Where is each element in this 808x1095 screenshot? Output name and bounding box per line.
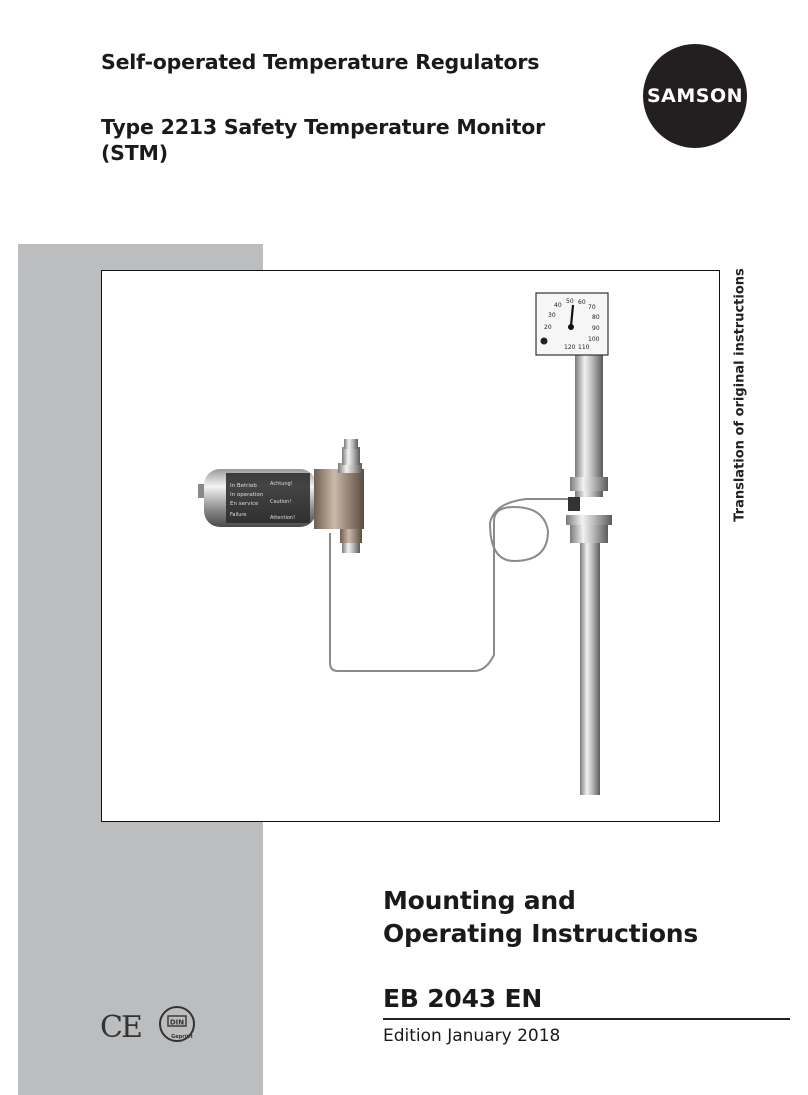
dial-number: 80 bbox=[592, 314, 600, 321]
dial-number: 70 bbox=[588, 304, 596, 311]
actuator-label: Achtung! bbox=[270, 481, 293, 487]
valve-block bbox=[314, 439, 364, 553]
product-image-frame: In Betrieb In operation En service Failu… bbox=[101, 270, 720, 822]
document-title-line2: Operating Instructions bbox=[383, 919, 699, 948]
dial-number: 110 bbox=[578, 344, 590, 351]
translation-note-text: Translation of original instructions bbox=[732, 268, 748, 522]
samson-logo-text: SAMSON bbox=[646, 85, 744, 107]
actuator-label: Failure bbox=[230, 512, 246, 518]
product-title-line2: (STM) bbox=[101, 141, 168, 165]
dial-number: 50 bbox=[566, 298, 574, 305]
document-number: EB 2043 EN bbox=[383, 984, 543, 1013]
dial-number: 100 bbox=[588, 336, 600, 343]
dial-number: 20 bbox=[544, 324, 552, 331]
samson-logo: SAMSON bbox=[643, 44, 747, 148]
dial-number: 40 bbox=[554, 302, 562, 309]
actuator-label: In operation bbox=[230, 492, 264, 498]
product-photo: In Betrieb In operation En service Failu… bbox=[198, 292, 612, 795]
actuator-label: Attention! bbox=[270, 515, 295, 521]
actuator-body: In Betrieb In operation En service Failu… bbox=[198, 469, 316, 527]
product-title: Type 2213 Safety Temperature Monitor (ST… bbox=[101, 114, 545, 166]
dial-logo-dot bbox=[540, 337, 548, 345]
translation-note: Translation of original instructions bbox=[725, 268, 755, 522]
dial-number: 30 bbox=[548, 312, 556, 319]
din-mark-text: DIN bbox=[170, 1019, 184, 1027]
dial-number: 120 bbox=[564, 344, 576, 351]
actuator-label: In Betrieb bbox=[230, 483, 257, 489]
din-geprueft-mark: DIN Geprüft bbox=[159, 1006, 195, 1042]
actuator-label: En service bbox=[230, 501, 259, 507]
temperature-dial: 40 50 60 70 30 80 20 90 100 110 120 bbox=[535, 292, 609, 356]
dial-number: 60 bbox=[578, 299, 586, 306]
dial-number: 90 bbox=[592, 325, 600, 332]
product-title-line1: Type 2213 Safety Temperature Monitor bbox=[101, 115, 546, 139]
document-title: Mounting and Operating Instructions bbox=[383, 884, 698, 950]
document-subtitle: Self-operated Temperature Regulators bbox=[101, 50, 540, 74]
divider-line bbox=[383, 1018, 790, 1020]
edition-date: Edition January 2018 bbox=[383, 1026, 561, 1046]
dial-needle bbox=[569, 304, 575, 327]
ce-mark: CE bbox=[100, 1010, 143, 1045]
sensor-tube bbox=[566, 351, 612, 795]
document-title-line1: Mounting and bbox=[383, 886, 576, 915]
din-mark-subtext: Geprüft bbox=[171, 1034, 193, 1040]
actuator-label: Caution! bbox=[270, 499, 291, 505]
